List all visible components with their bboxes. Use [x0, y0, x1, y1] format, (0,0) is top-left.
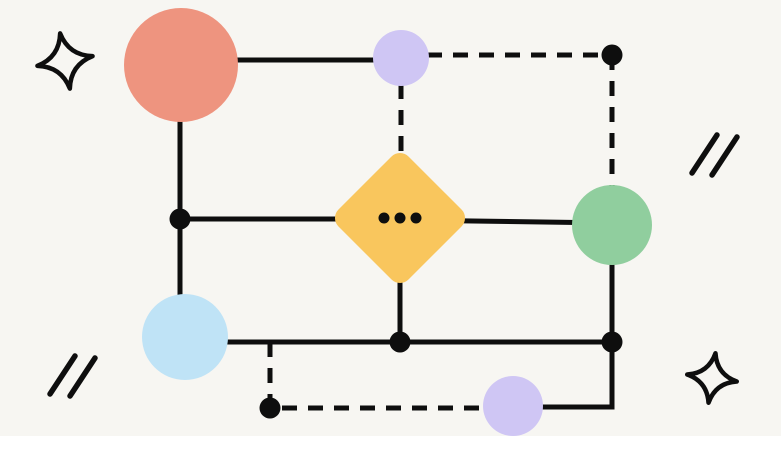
ellipsis-dot: [394, 212, 406, 224]
ellipsis-dot: [378, 212, 390, 224]
sparkle-top-left: [35, 31, 95, 91]
node-dot-top-right: [601, 44, 623, 66]
decorations-layer: [35, 31, 740, 406]
node-dot-bottom-left: [259, 397, 281, 419]
slash-mark: [709, 134, 740, 178]
ellipsis-dot: [410, 212, 422, 224]
canvas-footer-strip: [0, 436, 781, 457]
slash-mark: [689, 132, 720, 176]
slash-mark: [47, 353, 78, 397]
node-circle-blue: [142, 294, 228, 380]
ellipsis-dots: [378, 212, 422, 224]
node-circle-lavender-top: [373, 30, 429, 86]
slashes-bottom-left: [47, 353, 98, 399]
node-circle-coral: [124, 8, 238, 122]
node-dot-bottom-right: [601, 331, 623, 353]
slash-mark: [67, 355, 98, 399]
edge-right-junction-to-lavender-bottom: [513, 342, 615, 410]
nodes-layer: [124, 8, 652, 436]
node-circle-lavender-bottom: [483, 376, 543, 436]
node-dot-bottom-mid: [389, 331, 411, 353]
slashes-right: [689, 132, 740, 178]
node-dot-left-junction: [169, 208, 191, 230]
node-circle-green: [572, 185, 652, 265]
sparkle-bottom-right: [684, 350, 740, 406]
